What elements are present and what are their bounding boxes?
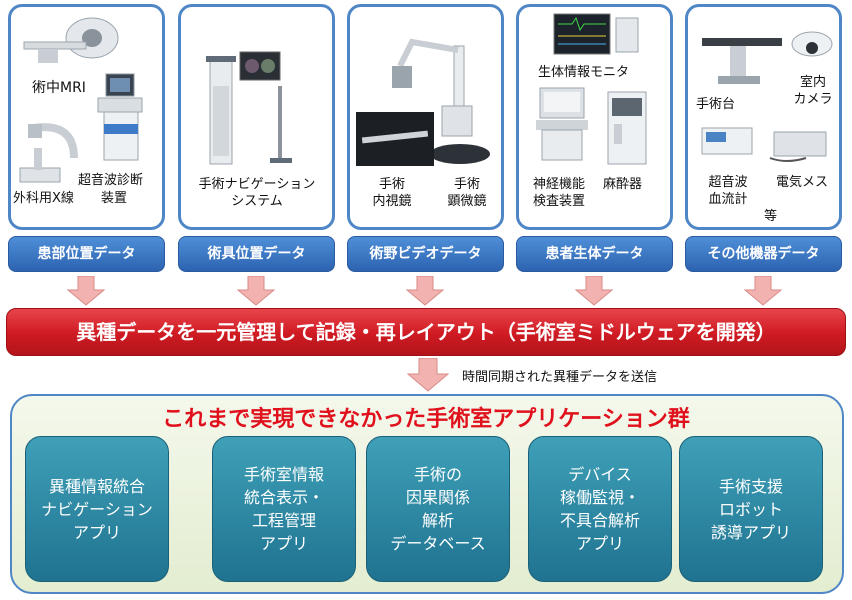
vital-monitor-icon xyxy=(553,13,639,55)
app-or-info-display: 手術室情報 統合表示・ 工程管理 アプリ xyxy=(212,436,356,582)
app-line: 手術室情報 xyxy=(243,465,324,484)
label-surgical-table: 手術台 xyxy=(696,97,736,112)
application-group-title: これまで実現できなかった手術室アプリケーション群 xyxy=(162,407,690,432)
label-endoscope-line1: 手術 xyxy=(378,177,405,192)
app-robot-guidance: 手術支援 ロボット 誘導アプリ xyxy=(679,436,823,582)
label-ultrasound-device: 装置 xyxy=(101,191,128,206)
label-microscope-line1: 手術 xyxy=(453,177,480,192)
label-endoscope-line2: 内視鏡 xyxy=(372,194,412,209)
tab-patient-position-data: 患部位置データ xyxy=(8,236,165,272)
label-endoscope: 手術 内視鏡 xyxy=(362,176,422,210)
electrosurgical-unit-icon xyxy=(769,131,827,162)
arrow-down-icon xyxy=(574,276,614,306)
label-navigation-line2: システム xyxy=(231,194,283,209)
label-room-camera-line1: 室内 xyxy=(799,75,826,90)
tab-patient-vitals-data: 患者生体データ xyxy=(516,236,673,272)
tab-other-device-data: その他機器データ xyxy=(685,236,842,272)
app-line: ナビゲーション xyxy=(41,499,153,519)
app-line: 統合表示・ xyxy=(243,488,324,507)
surgical-table-icon xyxy=(702,38,782,84)
app-line: 異種情報統合 xyxy=(48,476,145,496)
app-line: ロボット xyxy=(718,499,783,519)
app-integrated-navigation: 異種情報統合 ナビゲーション アプリ xyxy=(25,436,169,582)
c-arm-xray-icon xyxy=(19,123,78,183)
label-vital-monitor: 生体情報モニタ xyxy=(538,65,630,80)
app-line: 稼働監視・ xyxy=(559,488,640,507)
app-causal-analysis-db: 手術の 因果関係 解析 データベース xyxy=(366,436,510,582)
navigation-system-icon xyxy=(206,51,292,165)
label-intraop-mri: 術中MRI xyxy=(32,80,86,96)
doppler-flowmeter-icon xyxy=(701,127,753,155)
label-neuro-test-line2: 検査装置 xyxy=(532,194,585,209)
label-etc: 等 xyxy=(764,209,778,224)
label-doppler-flowmeter: 超音波 血流計 xyxy=(698,174,758,208)
label-room-camera-line2: カメラ xyxy=(793,92,833,107)
app-line: データベース xyxy=(390,534,486,553)
label-room-camera: 室内 カメラ xyxy=(782,74,844,108)
arrow-down-icon xyxy=(406,358,450,392)
app-line: アプリ xyxy=(72,522,121,542)
label-navigation-line1: 手術ナビゲーション xyxy=(198,177,316,192)
label-navigation-system: 手術ナビゲーション システム xyxy=(186,176,328,210)
label-ultrasound: 超音波診断 xyxy=(78,173,144,188)
arrow-down-icon xyxy=(66,276,106,306)
tab-instrument-position-data: 術具位置データ xyxy=(178,236,335,272)
label-microscope: 手術 顕微鏡 xyxy=(434,176,500,210)
label-surgical-xray: 外科用X線 xyxy=(13,191,74,206)
app-line: アプリ xyxy=(575,534,624,553)
app-line: 手術支援 xyxy=(718,476,783,496)
room-camera-icon xyxy=(791,31,833,57)
app-line: 不具合解析 xyxy=(559,511,640,530)
label-neuro-test: 神経機能 検査装置 xyxy=(524,176,594,210)
surgical-microscope-icon xyxy=(392,38,490,164)
app-device-monitoring: デバイス 稼働監視・ 不具合解析 アプリ xyxy=(528,436,672,582)
label-microscope-line2: 顕微鏡 xyxy=(447,194,487,209)
arrow-down-icon xyxy=(743,276,783,306)
ultrasound-device-icon xyxy=(97,73,143,161)
sync-note: 時間同期された異種データを送信 xyxy=(462,370,658,385)
label-electrosurgical-unit: 電気メス xyxy=(776,175,829,190)
mri-scanner-icon xyxy=(23,17,119,63)
label-anesthesia-machine: 麻酔器 xyxy=(603,177,643,192)
app-line: 工程管理 xyxy=(251,511,316,530)
app-line: デバイス xyxy=(568,465,632,484)
endoscope-icon xyxy=(356,112,434,166)
panel-instrument-position xyxy=(178,4,335,230)
app-line: 因果関係 xyxy=(405,488,470,507)
arrow-down-icon xyxy=(405,276,445,306)
app-line: 解析 xyxy=(421,511,454,530)
label-doppler-line2: 血流計 xyxy=(708,192,748,207)
middleware-bar: 異種データを一元管理して記録・再レイアウト（手術室ミドルウェアを開発） xyxy=(6,308,846,356)
anesthesia-machine-icon xyxy=(607,91,647,165)
tab-surgical-video-data: 術野ビデオデータ xyxy=(347,236,504,272)
neuro-test-device-icon xyxy=(536,87,588,161)
app-line: 誘導アプリ xyxy=(710,522,791,542)
label-neuro-test-line1: 神経機能 xyxy=(532,177,585,192)
label-doppler-line1: 超音波 xyxy=(708,175,748,190)
app-line: アプリ xyxy=(259,534,308,553)
app-line: 手術の xyxy=(413,465,462,484)
arrow-down-icon xyxy=(236,276,276,306)
